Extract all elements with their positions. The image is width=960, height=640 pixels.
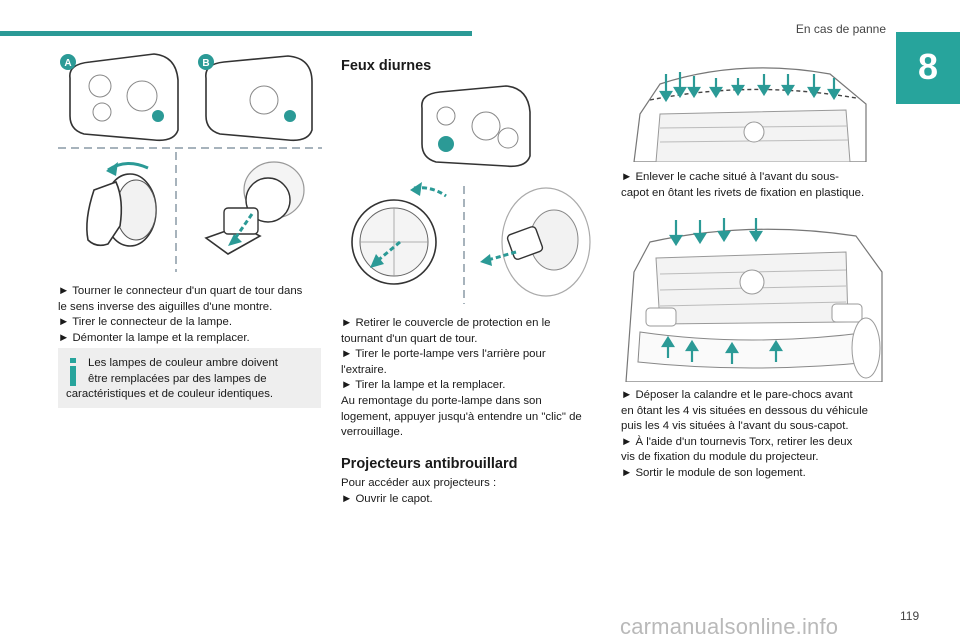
variant-b-badge xyxy=(198,54,214,70)
instruction-line: ► Démonter la lampe et la remplacer. xyxy=(58,331,250,344)
badge-a-label: A xyxy=(64,58,71,69)
section-title: En cas de panne xyxy=(795,22,886,36)
instruction-line: le sens inverse des aiguilles d'une mont… xyxy=(58,300,273,313)
badge-b-label: B xyxy=(202,58,209,69)
instruction-line: verrouillage. xyxy=(341,426,404,439)
drl-instructions: ► Retirer le couvercle de protection en … xyxy=(341,316,582,441)
heading-projecteurs-antibrouillard: Projecteurs antibrouillard xyxy=(341,456,518,472)
instruction-line: Au remontage du porte-lampe dans son xyxy=(341,394,542,407)
info-text: Les lampes de couleur ambre doivent être… xyxy=(88,356,278,387)
page-number: 119 xyxy=(900,609,920,623)
info-line: Les lampes de couleur ambre doivent xyxy=(88,357,278,369)
header-accent-bar xyxy=(0,31,472,36)
bumper-instructions: ► Déposer la calandre et le pare-chocs a… xyxy=(621,388,868,482)
fog-instructions: Pour accéder aux projecteurs : ► Ouvrir … xyxy=(341,476,496,507)
instruction-line: logement, appuyer jusqu'à entendre un "c… xyxy=(341,410,582,423)
headlamp-variants-illustration: A B xyxy=(58,53,322,272)
instruction-line: capot en ôtant les rivets de fixation en… xyxy=(621,186,865,199)
instruction-line: ► Enlever le cache situé à l'avant du so… xyxy=(621,171,839,183)
instruction-line: Pour accéder aux projecteurs : xyxy=(341,477,497,489)
connector-instructions: ► Tourner le connecteur d'un quart de to… xyxy=(58,284,302,346)
hood-cover-instructions: ► Enlever le cache situé à l'avant du so… xyxy=(621,170,864,201)
instruction-line: ► Ouvrir le capot. xyxy=(341,492,433,505)
hood-cover-rivets-illustration xyxy=(633,67,867,162)
watermark: carmanualsonline.info xyxy=(620,614,839,639)
instruction-line: puis les 4 vis situées à l'avant du sous… xyxy=(621,420,849,433)
daytime-running-lamp-illustration xyxy=(351,85,591,304)
heading-feux-diurnes: Feux diurnes xyxy=(341,58,432,74)
instruction-line: vis de fixation du module du projecteur. xyxy=(621,451,819,464)
instruction-line: ► Tirer la lampe et la remplacer. xyxy=(341,379,506,392)
instruction-line: ► Déposer la calandre et le pare-chocs a… xyxy=(621,389,853,401)
instruction-line: en ôtant les 4 vis situées en dessous du… xyxy=(621,404,868,417)
variant-a-badge xyxy=(60,54,76,70)
info-line: caractéristiques et de couleur identique… xyxy=(66,388,274,400)
chapter-number-tab: 8 xyxy=(896,32,960,104)
info-text-last: caractéristiques et de couleur identique… xyxy=(66,387,273,403)
instruction-line: ► À l'aide d'un tournevis Torx, retirer … xyxy=(621,435,853,448)
instruction-line: ► Sortir le module de son logement. xyxy=(621,466,806,479)
front-bumper-screws-illustration xyxy=(625,218,883,382)
info-line: être remplacées par des lampes de xyxy=(88,372,267,385)
info-icon xyxy=(70,358,76,386)
instruction-line: ► Tirer le connecteur de la lampe. xyxy=(58,316,232,329)
instruction-line: ► Tourner le connecteur d'un quart de to… xyxy=(58,285,303,297)
instruction-line: ► Retirer le couvercle de protection en … xyxy=(341,317,551,329)
info-box: Les lampes de couleur ambre doivent être… xyxy=(58,348,321,408)
instruction-line: l'extraire. xyxy=(341,363,387,376)
instruction-line: tournant d'un quart de tour. xyxy=(341,332,478,345)
instruction-line: ► Tirer le porte-lampe vers l'arrière po… xyxy=(341,348,546,361)
